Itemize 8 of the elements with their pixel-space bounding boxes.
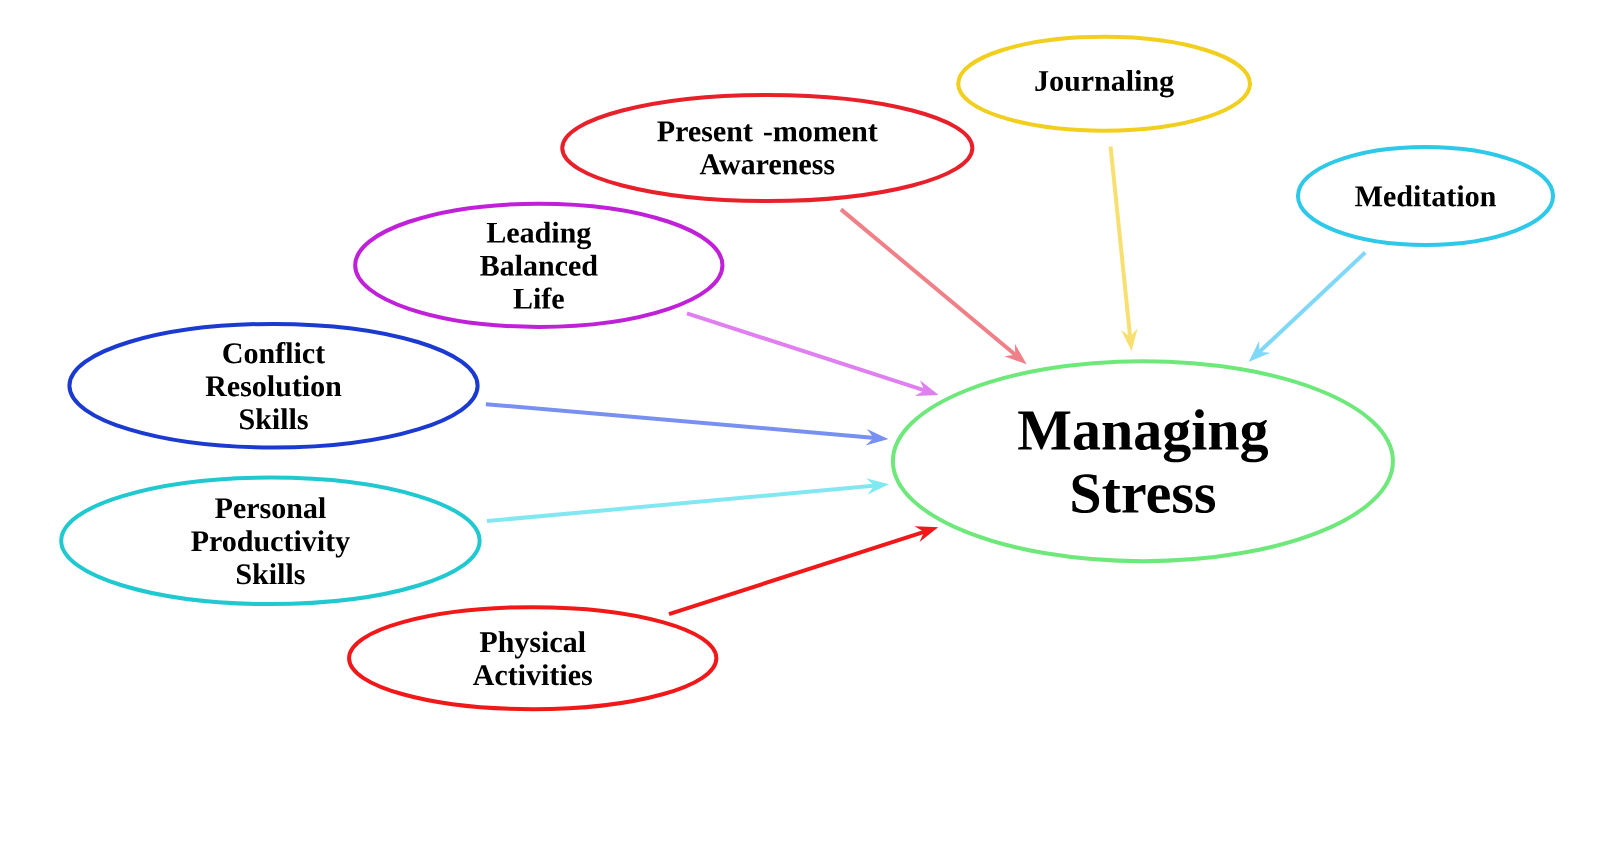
ellipse-node: Present -moment Awareness <box>560 92 975 204</box>
ellipse-node: Conflict Resolution Skills <box>67 321 480 450</box>
ellipse-node: Leading Balanced Life <box>353 201 725 329</box>
ellipse-node: Personal Productivity Skills <box>59 475 482 607</box>
ellipse-node: Physical Activities <box>347 605 719 712</box>
ellipse-node: Meditation <box>1295 144 1556 247</box>
ellipse-node: Managing Stress <box>890 359 1395 564</box>
ellipse-node: Journaling <box>956 34 1252 133</box>
